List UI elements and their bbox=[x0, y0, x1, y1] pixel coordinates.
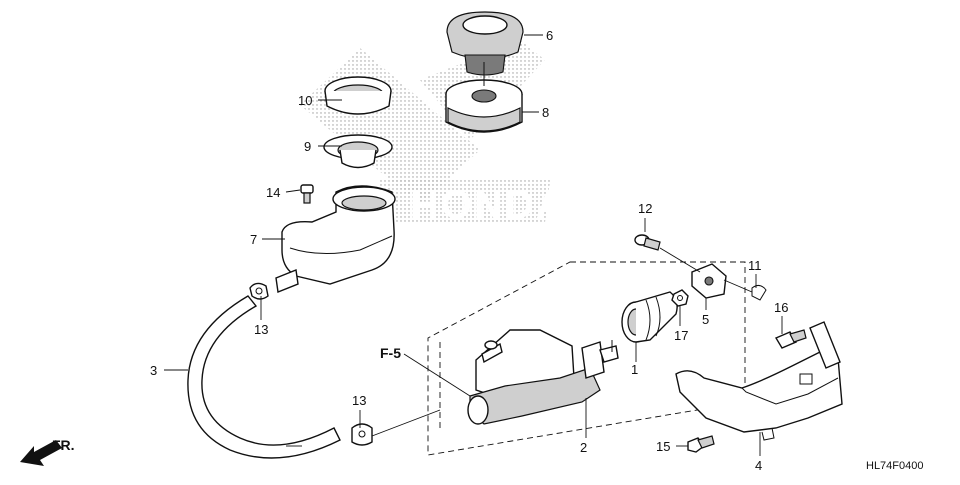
part-push-rod-joint[interactable] bbox=[691, 263, 727, 299]
part-diaphragm[interactable] bbox=[324, 76, 392, 115]
leader-lines bbox=[164, 34, 783, 456]
callout-2: 2 bbox=[580, 440, 587, 455]
figure-code: HL74F0400 bbox=[866, 460, 924, 472]
part-diaphragm-plate[interactable] bbox=[445, 62, 523, 133]
callout-14: 14 bbox=[266, 185, 280, 200]
watermark-text: HONDA bbox=[410, 183, 567, 227]
part-nut-17[interactable] bbox=[671, 289, 689, 307]
callout-13-lower: 13 bbox=[352, 393, 366, 408]
callout-17: 17 bbox=[674, 328, 688, 343]
part-reservoir-hose[interactable] bbox=[187, 295, 341, 459]
part-hose-clip-upper[interactable] bbox=[249, 282, 269, 300]
callout-15: 15 bbox=[656, 439, 670, 454]
callout-4: 4 bbox=[755, 458, 762, 473]
callout-12: 12 bbox=[638, 201, 652, 216]
direction-label: FR. bbox=[52, 437, 75, 453]
part-bolt-16[interactable] bbox=[774, 329, 807, 349]
callout-6: 6 bbox=[546, 28, 553, 43]
callout-11: 11 bbox=[748, 258, 762, 273]
part-cotter-pin[interactable] bbox=[751, 284, 767, 301]
part-cylinder-cover[interactable] bbox=[675, 321, 843, 441]
callout-7: 7 bbox=[250, 232, 257, 247]
callout-10: 10 bbox=[298, 93, 312, 108]
part-bolt-15[interactable] bbox=[687, 435, 715, 453]
part-push-rod-boot[interactable] bbox=[621, 291, 678, 343]
part-bolt-12[interactable] bbox=[634, 234, 661, 251]
front-direction-indicator: FR. bbox=[20, 437, 75, 466]
callout-9: 9 bbox=[304, 139, 311, 154]
callout-3: 3 bbox=[150, 363, 157, 378]
part-hose-clip-lower[interactable] bbox=[351, 423, 373, 446]
part-reservoir-tank[interactable] bbox=[275, 185, 396, 293]
part-reservoir-plate[interactable] bbox=[323, 134, 393, 169]
callout-8: 8 bbox=[542, 105, 549, 120]
callout-16: 16 bbox=[774, 300, 788, 315]
part-reservoir-cap[interactable] bbox=[446, 11, 524, 76]
part-screw-14[interactable] bbox=[300, 184, 314, 204]
section-ref-label[interactable]: F-5 bbox=[380, 345, 401, 361]
callout-1: 1 bbox=[631, 362, 638, 377]
part-master-cylinder[interactable] bbox=[467, 329, 619, 425]
assembly-frame bbox=[427, 261, 746, 456]
callout-13-upper: 13 bbox=[254, 322, 268, 337]
callout-5: 5 bbox=[702, 312, 709, 327]
front-arrow-icon bbox=[20, 440, 62, 466]
